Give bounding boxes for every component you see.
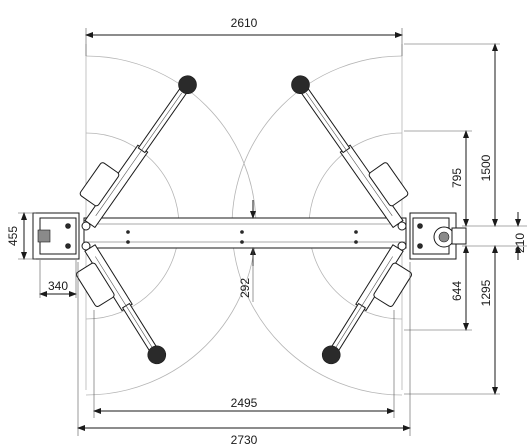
lift-arm-upper-right [291, 75, 409, 229]
lift-pad-upper-right [291, 75, 310, 95]
arm-foot-guard [373, 262, 412, 307]
dimension-total-width: 2610 [85, 16, 403, 56]
swing-arc-right-outer [231, 55, 403, 227]
beam-hole [126, 230, 130, 234]
column-left [32, 212, 91, 260]
label-arm-rear-reach: 644 [450, 281, 464, 301]
lift-arm-upper-left [79, 75, 197, 229]
cross-beam [83, 217, 407, 249]
arm-centerline [305, 92, 393, 216]
dimension-inner-width: 2495 [93, 310, 395, 418]
label-center-offset: 210 [513, 233, 527, 253]
arm-centerline [95, 92, 183, 216]
power-unit-cap [438, 231, 450, 243]
arm-foot-guard [79, 162, 120, 207]
label-total-depth: 2730 [231, 433, 258, 447]
swing-arc-left-outer [85, 55, 257, 227]
beam-body [83, 217, 407, 249]
lift-arm-lower-left [76, 244, 167, 365]
arm-centerline [95, 256, 153, 349]
label-column-width: 455 [6, 226, 20, 246]
arm-foot-guard [368, 162, 409, 207]
dimension-column-width: 455 [6, 212, 36, 260]
dimension-beam-width: 292 [238, 200, 256, 302]
beam-hole [240, 230, 244, 234]
label-rear-total: 1295 [479, 279, 493, 306]
control-box-right [451, 227, 467, 245]
swing-arc-right-outer-lower [231, 225, 403, 396]
lift-pad-lower-right [321, 345, 341, 365]
column-right [397, 212, 467, 260]
lift-arm-lower-right [321, 244, 412, 365]
beam-hole [354, 240, 358, 244]
arm-foot-guard [76, 262, 115, 307]
swing-arc-left-outer-lower [85, 225, 257, 396]
beam-hole [354, 230, 358, 234]
label-front-total: 1500 [479, 154, 493, 181]
dimension-column-offset: 340 [39, 260, 77, 298]
beam-hole [240, 240, 244, 244]
motor-left [37, 229, 51, 243]
lift-pad-lower-left [147, 345, 167, 365]
column-bolt [65, 223, 71, 229]
column-bolt [417, 243, 423, 249]
arm-pivot-right-front [397, 221, 407, 231]
label-total-width: 2610 [231, 16, 258, 30]
label-arm-front-reach: 795 [450, 168, 464, 188]
dimension-total-depth: 2730 [77, 262, 411, 447]
label-column-offset: 340 [48, 279, 68, 293]
column-bolt [65, 243, 71, 249]
label-beam-width: 292 [238, 278, 252, 298]
arm-pivot-left-front [81, 221, 91, 231]
label-inner-width: 2495 [231, 396, 258, 410]
lift-pad-upper-left [178, 75, 197, 95]
beam-hole [126, 240, 130, 244]
column-bolt [417, 223, 423, 229]
dimension-right-stack: 795 644 1500 1295 210 [404, 43, 527, 395]
arm-centerline [335, 256, 393, 349]
